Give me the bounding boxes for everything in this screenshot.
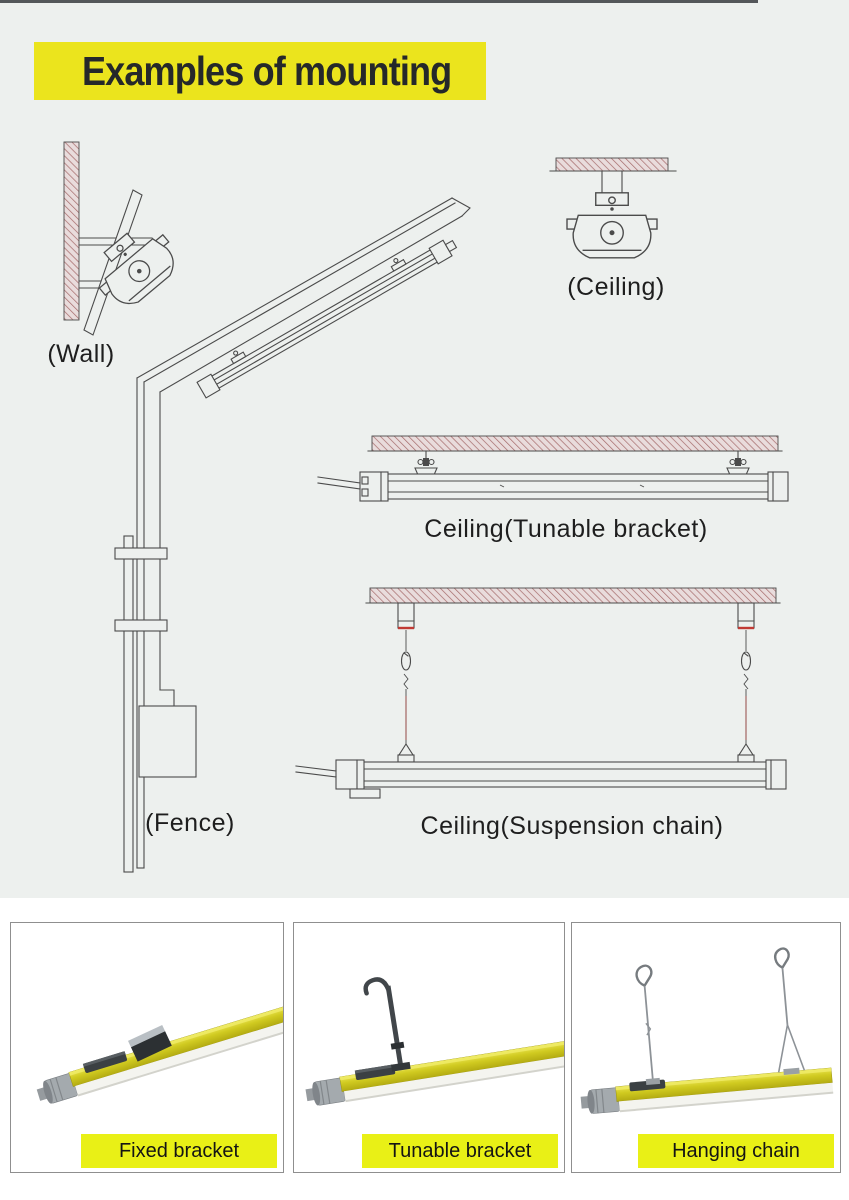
fixed-bracket-panel: Fixed bracket	[10, 922, 284, 1173]
ceiling-tunable-drawing	[317, 435, 789, 502]
tunable-bolt-left	[414, 450, 438, 476]
hanging-chain-photo	[580, 947, 834, 1114]
ceiling-suspension-label: Ceiling(Suspension chain)	[420, 812, 724, 840]
page-top-rule	[0, 0, 758, 3]
ceiling-mount-drawing	[549, 157, 677, 259]
tunable-bolt-right	[726, 450, 750, 476]
fixed-bracket-clamp	[128, 1024, 172, 1062]
fence-label: (Fence)	[145, 809, 235, 837]
hanging-chain-panel: Hanging chain	[571, 922, 841, 1173]
hanging-wire-left	[635, 964, 661, 1086]
hanging-wire-right	[774, 947, 806, 1076]
accessory-photos-section: Fixed bracket	[0, 898, 849, 1200]
fence-mount-drawing	[114, 197, 471, 873]
fixed-bracket-caption: Fixed bracket	[81, 1134, 277, 1168]
fence-clamp-upper	[114, 547, 168, 560]
ceiling-suspension-drawing	[295, 587, 787, 799]
tunable-bracket-hook	[363, 977, 411, 1072]
fence-junction-box	[138, 705, 197, 778]
tunable-bracket-caption: Tunable bracket	[362, 1134, 558, 1168]
hanging-chain-caption: Hanging chain	[638, 1134, 834, 1168]
section-title-banner: Examples of mounting	[34, 42, 486, 100]
supply-cable	[295, 765, 337, 778]
mounting-diagrams-section: Examples of mounting	[0, 0, 849, 898]
supply-cable	[317, 476, 361, 490]
tunable-bracket-panel: Tunable bracket	[293, 922, 565, 1173]
suspension-chain-right	[737, 602, 755, 756]
ceiling-tunable-label: Ceiling(Tunable bracket)	[424, 515, 708, 543]
wall-label: (Wall)	[47, 340, 115, 368]
ceiling-label: (Ceiling)	[567, 273, 665, 301]
tunable-bracket-photo	[305, 977, 564, 1106]
wall-mount-drawing	[63, 141, 187, 336]
fence-luminaire	[196, 239, 458, 399]
mounting-diagrams-illustration	[63, 141, 789, 873]
page-title: Examples of mounting	[82, 48, 452, 94]
fixed-bracket-photo	[36, 1003, 283, 1104]
suspension-chain-left	[397, 602, 415, 756]
fence-clamp-lower	[114, 619, 168, 632]
